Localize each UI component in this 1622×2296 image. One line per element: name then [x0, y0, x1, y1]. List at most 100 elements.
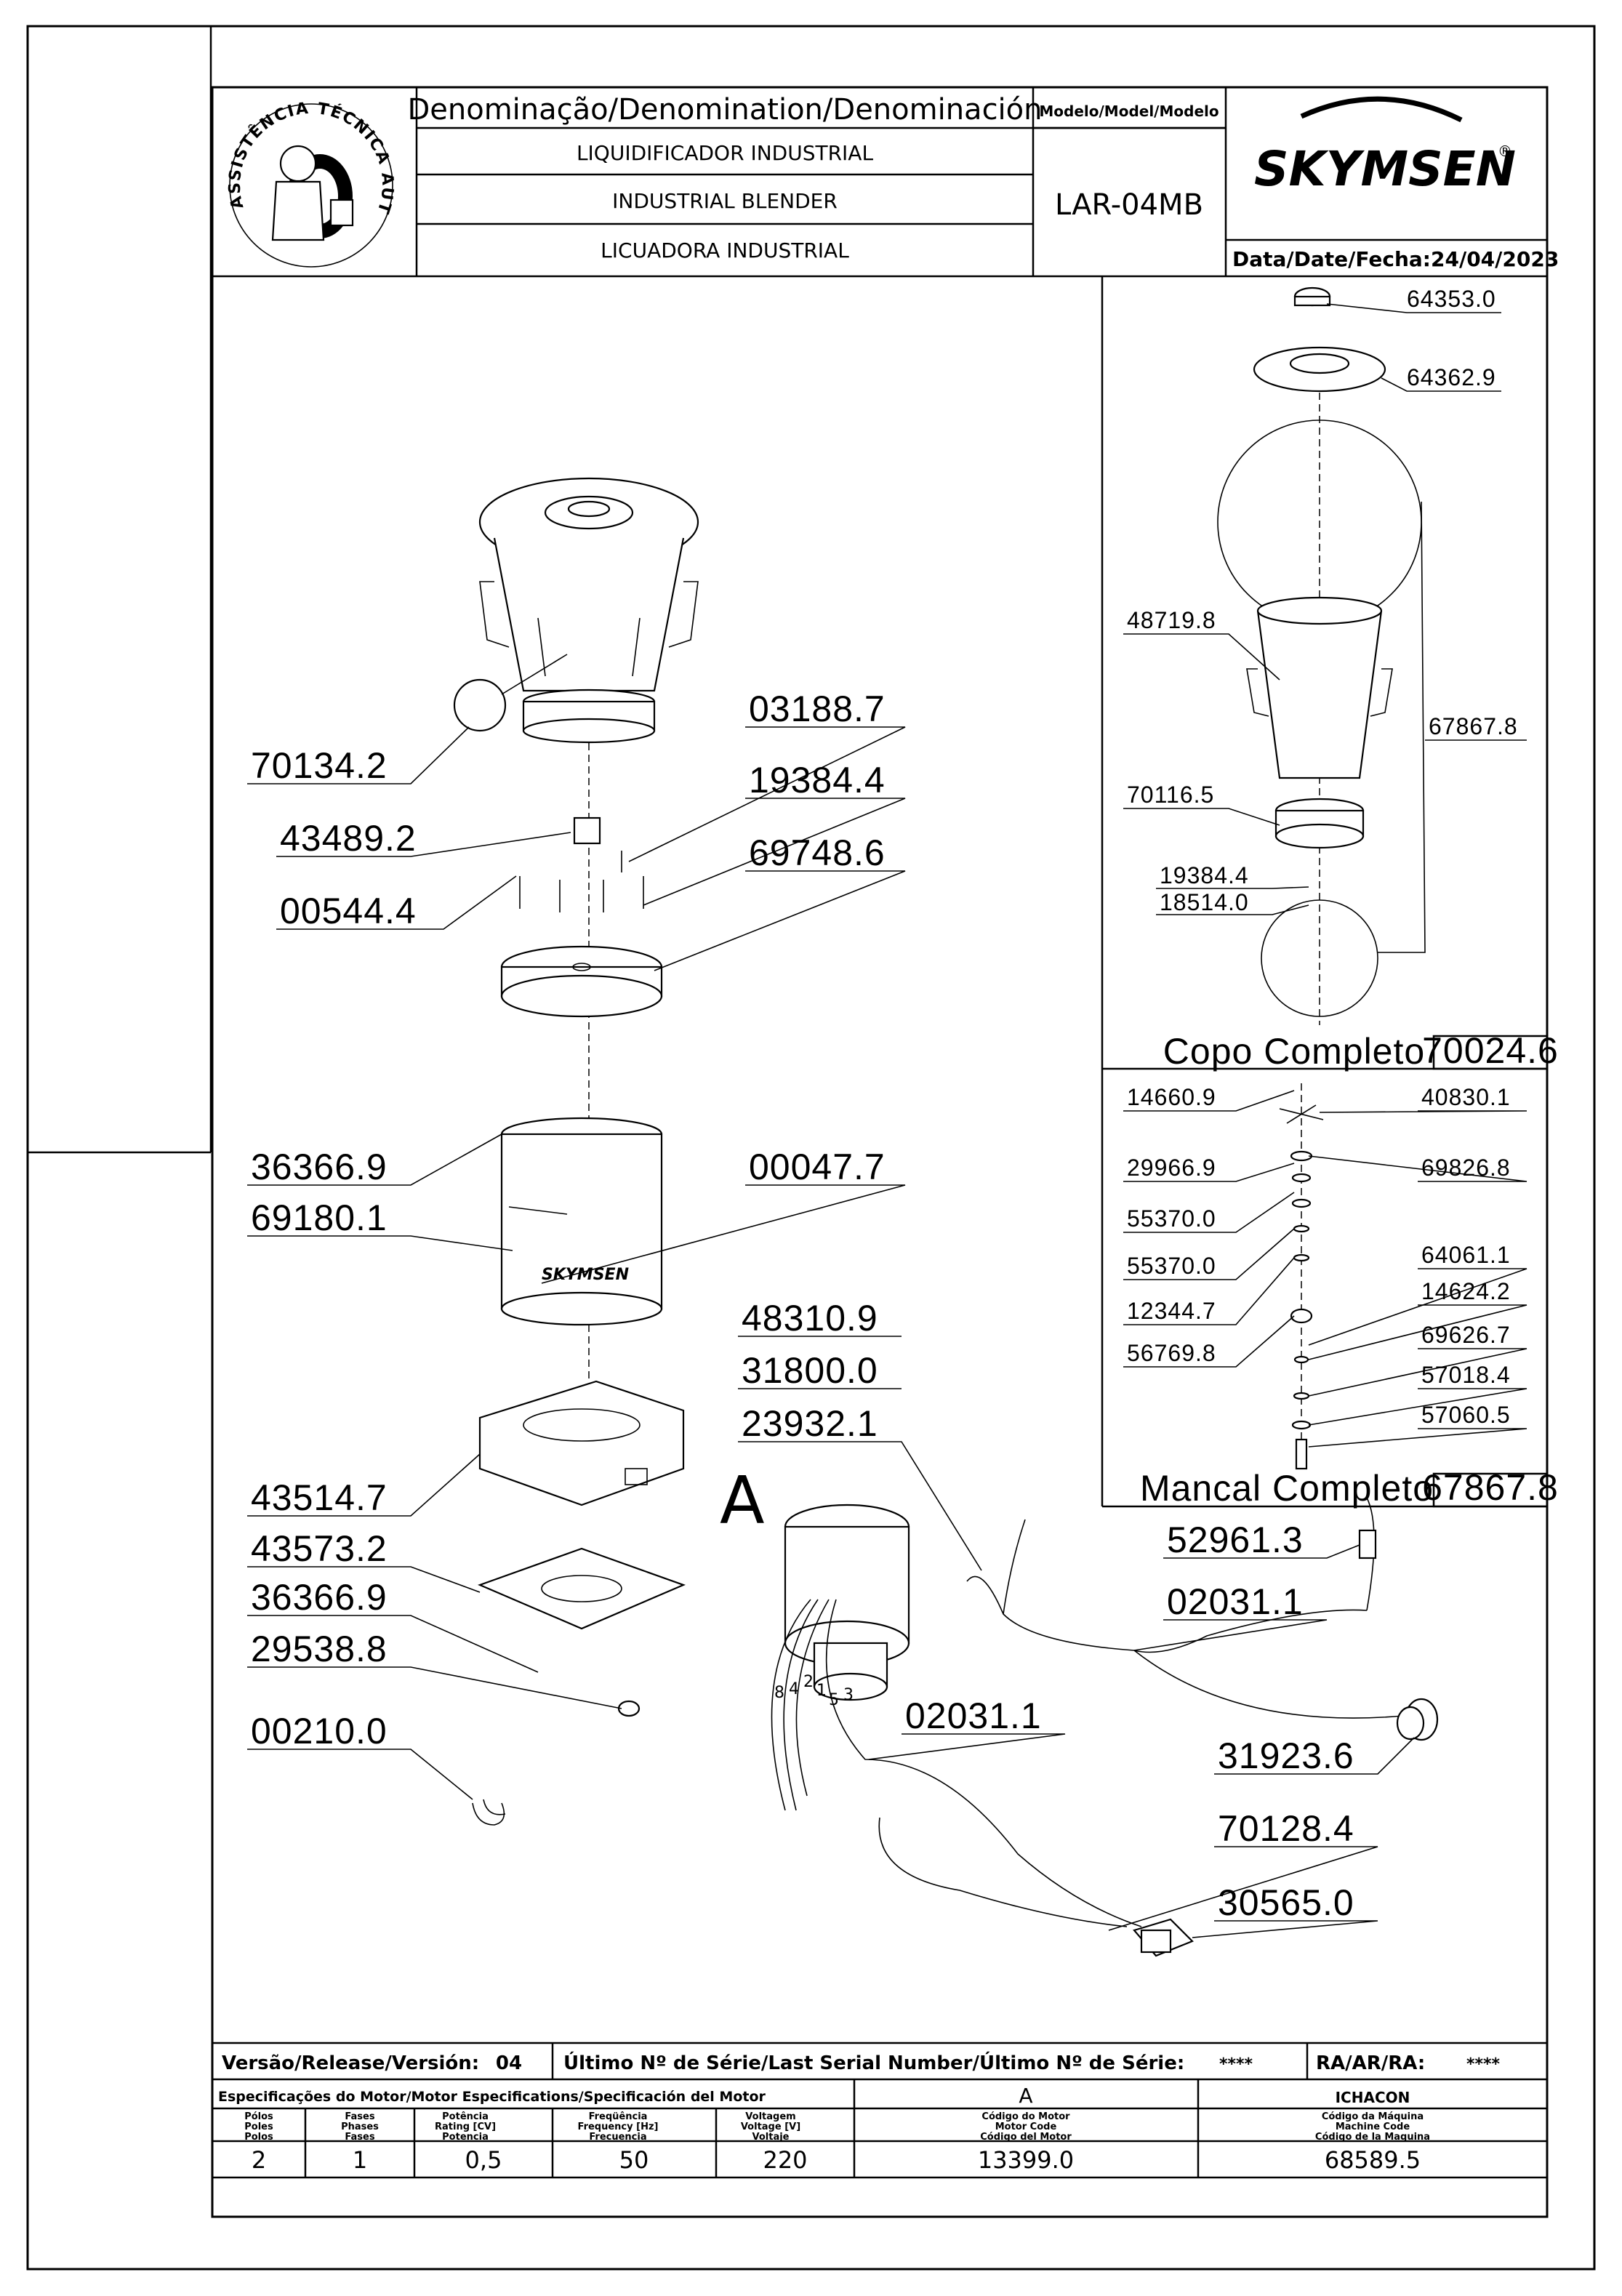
part-label: 30565.0: [1218, 1882, 1354, 1923]
part-numbers-main: 70134.2 43489.2 00544.4 03188.7 19384.4 …: [251, 689, 1354, 1923]
copo-title: Copo Completo: [1163, 1031, 1425, 1072]
part-label: 52961.3: [1167, 1520, 1304, 1560]
wire-numbers: 8 4 2 1 5 3: [774, 1673, 854, 1709]
voltage-value: 220: [763, 2146, 807, 2174]
drawing-frame: [211, 86, 1549, 2218]
svg-text:1: 1: [816, 1682, 827, 1700]
copo-drawing: [1217, 286, 1426, 1025]
poles-value: 2: [252, 2146, 266, 2174]
motor-spec-label: Especificações do Motor/Motor Especifica…: [218, 2089, 766, 2105]
motor-group: A: [1019, 2084, 1032, 2108]
frequency-value: 50: [619, 2146, 649, 2174]
version-value: 04: [496, 2052, 522, 2074]
part-label: 70134.2: [251, 745, 388, 786]
mancal-drawing: [1279, 1083, 1324, 1470]
mancal-code: 67867.8: [1422, 1467, 1559, 1508]
coupling: [573, 816, 601, 845]
part-label: 55370.0: [1127, 1205, 1216, 1232]
copo-code: 70024.6: [1422, 1030, 1559, 1071]
mancal-title: Mancal Completo: [1140, 1468, 1434, 1509]
section-label-a: A: [720, 1463, 765, 1539]
sheet-border: [26, 25, 1596, 2271]
serial-value: ****: [1219, 2055, 1253, 2074]
part-label: 69626.7: [1421, 1322, 1511, 1348]
part-label: 02031.1: [1167, 1581, 1304, 1622]
part-label: 43489.2: [280, 818, 417, 859]
svg-text:®: ®: [1498, 143, 1512, 160]
serial-label: Último Nº de Série/Last Serial Number/Úl…: [563, 2051, 1184, 2074]
cable-connector: [1396, 1698, 1439, 1741]
motor: [784, 1504, 910, 1701]
model-title: Modelo/Model/Modelo: [1039, 103, 1218, 120]
part-label: 19384.4: [749, 760, 886, 800]
version-label: Versão/Release/Versión:: [222, 2052, 479, 2074]
part-label: 43514.7: [251, 1477, 388, 1518]
motor-housing: SKYMSEN: [500, 1117, 663, 1326]
part-label: 00544.4: [280, 891, 417, 931]
part-label: 69180.1: [251, 1197, 388, 1238]
blender-base: [477, 1380, 686, 1717]
svg-text:8: 8: [774, 1684, 784, 1702]
part-label: 14624.2: [1421, 1278, 1511, 1304]
part-label: 40830.1: [1421, 1084, 1511, 1110]
name-portuguese: LIQUIDIFICADOR INDUSTRIAL: [577, 141, 873, 165]
part-label: 64353.0: [1407, 286, 1496, 312]
part-label: 00210.0: [251, 1711, 388, 1751]
part-label: 23932.1: [742, 1403, 878, 1444]
model-code: LAR-04MB: [1055, 188, 1203, 222]
ra-value: ****: [1466, 2055, 1501, 2074]
power-value: 0,5: [465, 2146, 502, 2174]
part-label: 14660.9: [1127, 1084, 1216, 1110]
part-label: 55370.0: [1127, 1253, 1216, 1279]
part-label: 48719.8: [1127, 607, 1216, 633]
part-label: 69748.6: [749, 832, 886, 873]
name-spanish: LICUADORA INDUSTRIAL: [601, 238, 849, 262]
leader-lines: [247, 726, 1415, 1938]
machine-code-value: 68589.5: [1325, 2146, 1421, 2174]
svg-text:2: 2: [803, 1673, 814, 1691]
part-label: 70116.5: [1127, 782, 1214, 808]
part-label: 48310.9: [742, 1298, 878, 1338]
switch: [1133, 1918, 1194, 1957]
part-label: 56769.8: [1127, 1340, 1216, 1366]
owner: ICHACON: [1336, 2089, 1410, 2106]
motor-plate: [500, 945, 663, 1018]
part-label: 19384.4: [1160, 862, 1249, 888]
part-label: 31800.0: [742, 1350, 878, 1391]
part-label: 67867.8: [1429, 713, 1518, 739]
motor-code-value: 13399.0: [978, 2146, 1074, 2174]
detail-bubble: [453, 678, 507, 732]
svg-text:SKYMSEN: SKYMSEN: [542, 1266, 629, 1284]
part-label: 18514.0: [1160, 889, 1249, 915]
part-label: 57018.4: [1421, 1362, 1511, 1388]
part-label: 12344.7: [1127, 1298, 1216, 1324]
part-label: 69826.8: [1421, 1155, 1511, 1181]
authorized-service-seal: ASSISTÊNCIA TÉCNICA AUTORIZADA: [0, 0, 395, 268]
part-numbers-copo: 64353.0 64362.9 48719.8 67867.8 70116.5 …: [1127, 286, 1518, 915]
spring-clip: [472, 1799, 506, 1826]
part-label: 57060.5: [1421, 1402, 1511, 1428]
denomination-title: Denominação/Denomination/Denominación: [407, 93, 1042, 127]
part-label: 64362.9: [1407, 364, 1496, 390]
name-english: INDUSTRIAL BLENDER: [612, 189, 838, 213]
part-label: 70128.4: [1218, 1808, 1354, 1849]
blender-jar: [478, 477, 699, 744]
part-label: 02031.1: [905, 1695, 1042, 1736]
svg-text:SKYMSEN: SKYMSEN: [1254, 141, 1516, 197]
spec-table: [212, 2042, 1547, 2179]
svg-text:3: 3: [843, 1686, 854, 1704]
part-label: 03188.7: [749, 689, 886, 729]
part-label: 29538.8: [251, 1629, 388, 1669]
part-label: 29966.9: [1127, 1155, 1216, 1181]
svg-text:4: 4: [789, 1680, 799, 1698]
part-label: 00047.7: [749, 1147, 886, 1187]
skymsen-logo: SKYMSEN ®: [1254, 96, 1516, 197]
phases-value: 1: [353, 2146, 367, 2174]
